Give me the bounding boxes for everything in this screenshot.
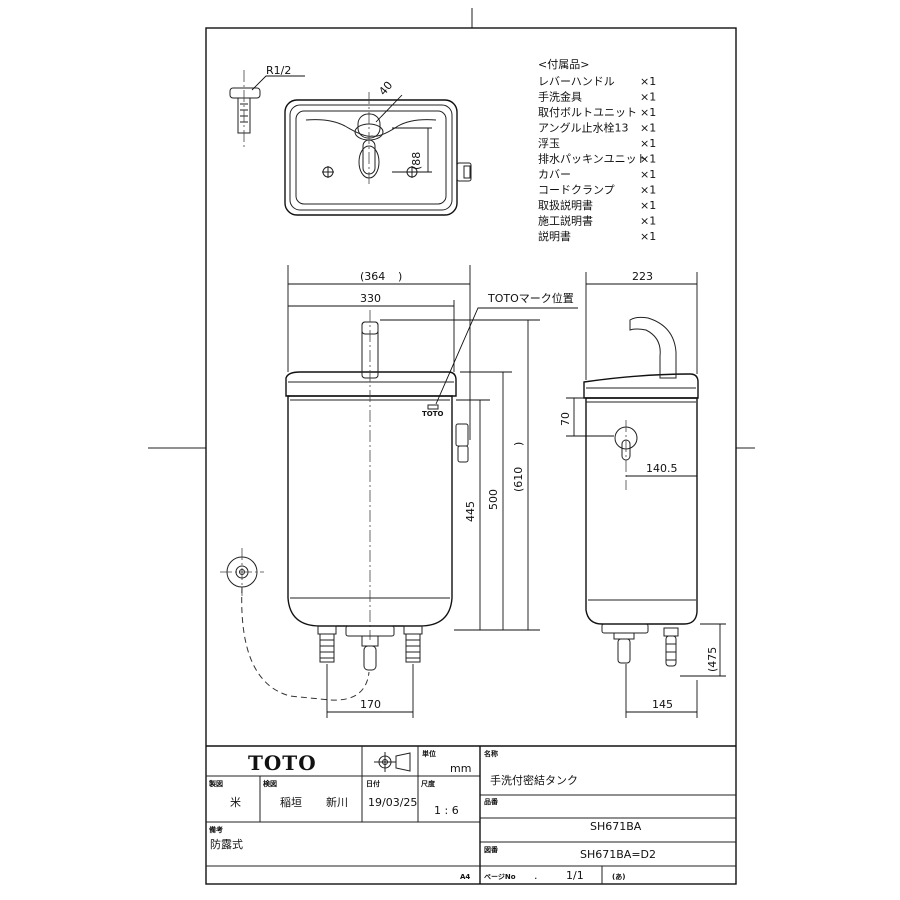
model-value: SH671BA (590, 820, 642, 833)
projection-symbol (374, 752, 411, 772)
accessory-item-qty: ×1 (640, 215, 656, 228)
dim-88: (88 (410, 152, 423, 170)
dim-610-close: ) (512, 442, 525, 446)
accessory-item-name: 施工説明書 (538, 214, 593, 228)
accessory-item-name: 説明書 (538, 229, 571, 243)
unit-value: mm (450, 762, 471, 775)
accessory-item-name: コードクランプ (538, 184, 615, 197)
accessory-item-qty: ×1 (640, 137, 656, 150)
accessory-item-name: アングル止水栓13 (538, 121, 629, 135)
checked-value-2: 新川 (326, 795, 348, 809)
dim-475: (475 (706, 647, 719, 672)
accessories-header: <付属品> (538, 58, 589, 71)
top-view: R1/2 40 (88 (229, 64, 472, 216)
accessory-item-qty: ×1 (640, 106, 656, 119)
accessory-item-name: 取扱説明書 (538, 198, 593, 212)
accessory-item-qty: ×1 (640, 199, 656, 212)
accessory-item-qty: ×1 (640, 91, 656, 104)
sheet-border (205, 27, 737, 885)
toto-mark-label: TOTOマーク位置 (487, 291, 574, 305)
accessory-item-name: 浮玉 (538, 137, 560, 150)
toto-small-mark: TOTO (422, 410, 444, 418)
checked-value-1: 稲垣 (280, 796, 302, 809)
center-marks (148, 8, 755, 449)
dim-70: 70 (559, 412, 572, 426)
bottom-fittings (317, 625, 423, 671)
dim-140-5: 140.5 (646, 462, 678, 475)
drawn-value: 米 (230, 796, 241, 809)
accessory-item-qty: ×1 (640, 75, 656, 88)
accessory-item-qty: ×1 (640, 122, 656, 135)
name-label: 名称 (484, 749, 498, 758)
dim-364-close: ) (398, 270, 402, 283)
accessories-list: <付属品> レバーハンドル×1手洗金具×1取付ボルトユニット×1アングル止水栓1… (538, 58, 656, 243)
dim-445: 445 (464, 501, 477, 522)
model-label: 品番 (484, 797, 499, 806)
dim-170: 170 (360, 698, 381, 711)
page-value: 1/1 (566, 869, 584, 882)
dim-610: (610 (512, 467, 525, 492)
dim-40: 40 (376, 79, 395, 98)
date-label: 日付 (366, 779, 380, 788)
accessory-item-name: 取付ボルトユニット (538, 106, 637, 119)
accessory-item-qty: ×1 (640, 184, 656, 197)
page-sep: . (534, 869, 538, 882)
date-value: 19/03/25 (368, 796, 417, 809)
paper-size: A4 (460, 873, 470, 881)
scale-value: 1 : 6 (434, 804, 459, 817)
accessory-item-qty: ×1 (640, 168, 656, 181)
side-view: 223 70 140.5 (475 145 (559, 270, 726, 718)
dim-500: 500 (487, 489, 500, 510)
dim-145: 145 (652, 698, 673, 711)
accessory-item-name: 手洗金具 (538, 90, 582, 104)
accessory-item-name: 排水パッキンユニット (538, 152, 648, 166)
accessory-item-qty: ×1 (640, 153, 656, 166)
checked-label: 検図 (263, 779, 277, 788)
title-block: TOTO 単位 mm 名称 手洗付密結タンク 製図 米 検図 稲垣 新川 日付 … (206, 745, 736, 884)
note-label: 備考 (209, 825, 223, 834)
unit-label: 単位 (422, 749, 436, 758)
dim-r12: R1/2 (266, 64, 291, 77)
dim-364: (364 (360, 270, 385, 283)
revision: (あ) (612, 872, 625, 881)
wall-supply-valve (220, 548, 370, 701)
name-value: 手洗付密結タンク (490, 773, 578, 787)
accessory-item-name: レバーハンドル (538, 75, 615, 88)
drawing-no-label: 図番 (484, 845, 499, 854)
scale-label: 尺度 (420, 779, 436, 788)
accessory-item-qty: ×1 (640, 230, 656, 243)
page-label: ページNo (484, 873, 516, 881)
note-value: 防露式 (210, 837, 243, 851)
front-view: TOTO TOTOマーク位置 (220, 265, 578, 718)
accessory-item-name: カバー (538, 168, 571, 181)
angle-valve-fitting (229, 70, 305, 148)
toto-logo: TOTO (248, 751, 317, 775)
dim-330: 330 (360, 292, 381, 305)
dim-223: 223 (632, 270, 653, 283)
drawing-no-value: SH671BA=D2 (580, 848, 656, 861)
drawn-label: 製図 (208, 779, 223, 788)
